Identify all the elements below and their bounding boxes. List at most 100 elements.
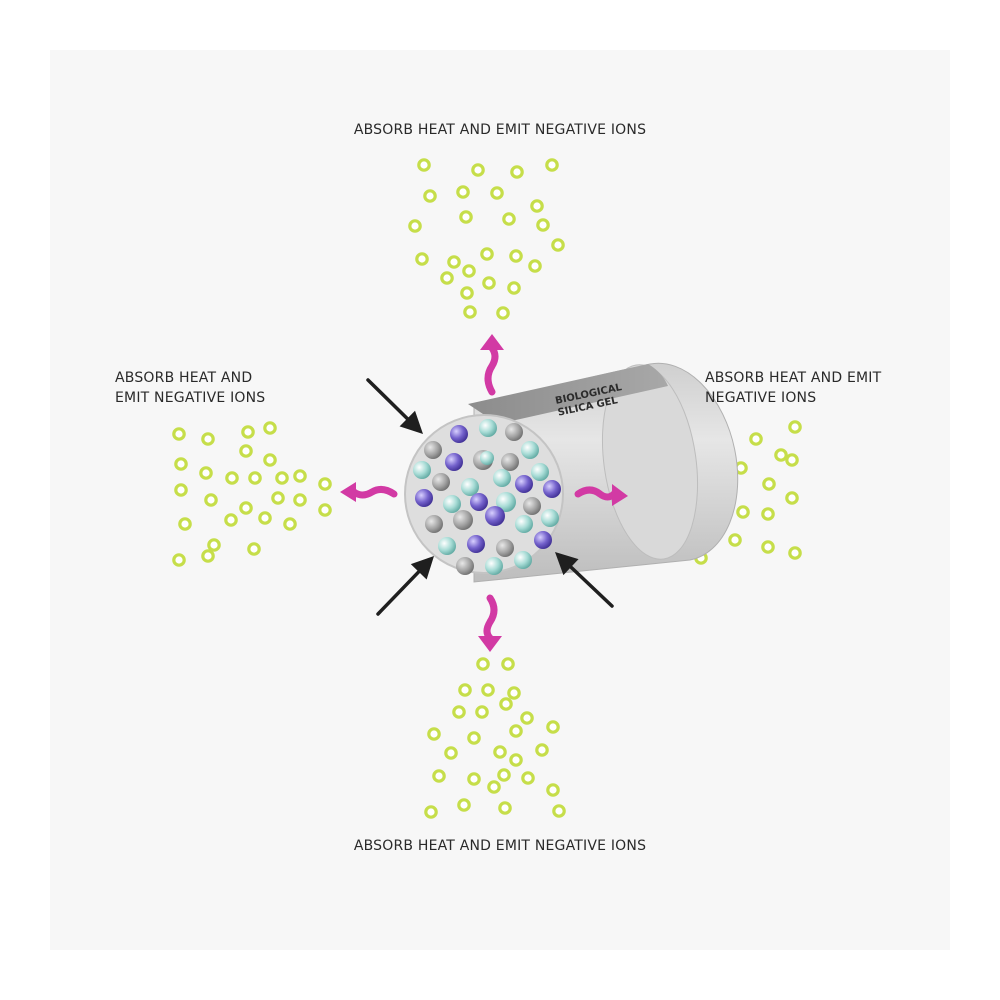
emit-arrow-up <box>480 334 504 396</box>
negative-ion-dot <box>444 746 458 760</box>
negative-ion-dot <box>201 549 215 563</box>
input-arrows <box>366 378 614 616</box>
negative-ion-dot <box>271 491 285 505</box>
silica-particle <box>505 423 523 441</box>
silica-particle <box>479 419 497 437</box>
caption-left-line1: ABSORB HEAT AND <box>115 370 253 386</box>
negative-ion-dot <box>248 471 262 485</box>
negative-ion-dot <box>761 507 775 521</box>
silica-particle <box>438 537 456 555</box>
negative-ion-dot <box>552 804 566 818</box>
negative-ion-dot <box>241 425 255 439</box>
silica-particle <box>456 557 474 575</box>
silica-particle <box>413 461 431 479</box>
silica-particles <box>413 419 561 575</box>
silica-particle <box>523 497 541 515</box>
negative-ion-dot <box>509 753 523 767</box>
negative-ion-dot <box>247 542 261 556</box>
negative-ion-dot <box>502 212 516 226</box>
caption-right: ABSORB HEAT AND EMIT NEGATIVE IONS <box>705 368 881 408</box>
negative-ion-dot <box>761 540 775 554</box>
negative-ion-dot <box>204 493 218 507</box>
silica-particle <box>515 515 533 533</box>
silica-particle <box>461 478 479 496</box>
negative-ion-dot <box>788 546 802 560</box>
negative-ion-dot <box>199 466 213 480</box>
negative-ion-dot <box>535 743 549 757</box>
negative-ion-dot <box>476 657 490 671</box>
silica-particle <box>470 493 488 511</box>
negative-ion-dot <box>172 553 186 567</box>
negative-ion-dot <box>536 218 550 232</box>
silica-gel-cylinder: BIOLOGICAL SILICA GEL <box>404 362 739 583</box>
negative-ion-dot <box>762 477 776 491</box>
negative-ion-dot <box>509 724 523 738</box>
silica-particle <box>443 495 461 513</box>
silica-particle <box>424 441 442 459</box>
input-arrow-bottom-right <box>555 552 614 608</box>
silica-particle <box>521 441 539 459</box>
negative-ion-dot <box>551 238 565 252</box>
negative-ion-dot <box>487 780 501 794</box>
silica-particle <box>543 480 561 498</box>
negative-ion-dot <box>785 453 799 467</box>
negative-ion-dot <box>463 305 477 319</box>
negative-ion-dot <box>736 505 750 519</box>
silica-particle <box>541 509 559 527</box>
silica-particle <box>480 451 494 465</box>
input-arrow-bottom-left <box>376 556 434 616</box>
negative-ion-dot <box>501 657 515 671</box>
negative-ion-dot <box>480 247 494 261</box>
negative-ion-dot <box>546 783 560 797</box>
negative-ion-dot <box>224 513 238 527</box>
emit-arrow-left <box>340 482 398 502</box>
caption-right-line2: NEGATIVE IONS <box>705 390 817 406</box>
negative-ion-dot <box>417 158 431 172</box>
negative-ion-dot <box>458 683 472 697</box>
negative-ion-dot <box>546 720 560 734</box>
negative-ion-dot <box>452 705 466 719</box>
negative-ion-dot <box>174 457 188 471</box>
negative-ion-dot <box>498 801 512 815</box>
negative-ion-dot <box>471 163 485 177</box>
caption-bottom: ABSORB HEAT AND EMIT NEGATIVE IONS <box>353 838 647 854</box>
negative-ion-dot <box>507 281 521 295</box>
negative-ion-dot <box>424 805 438 819</box>
cylinder-top-band <box>468 364 668 424</box>
negative-ion-dot <box>318 503 332 517</box>
negative-ion-dot <box>459 210 473 224</box>
negative-ion-dot <box>275 471 289 485</box>
silica-particle <box>453 510 473 530</box>
cylinder-back-end <box>601 364 699 560</box>
negative-ion-dot <box>408 219 422 233</box>
negative-ion-dot <box>415 252 429 266</box>
negative-ion-dot <box>530 199 544 213</box>
negative-ion-dot <box>545 158 559 172</box>
negative-ion-dot <box>432 769 446 783</box>
negative-ion-dot <box>263 453 277 467</box>
silica-particle <box>450 425 468 443</box>
silica-particle <box>415 489 433 507</box>
negative-ion-dot <box>258 511 272 525</box>
negative-ion-dot <box>207 538 221 552</box>
negative-ion-dot <box>493 745 507 759</box>
silica-particle <box>534 531 552 549</box>
silica-particle <box>501 453 519 471</box>
silica-particle <box>515 475 533 493</box>
negative-ion-dot <box>239 444 253 458</box>
negative-ion-dot <box>293 493 307 507</box>
silica-particle <box>514 551 532 569</box>
negative-ion-dot <box>178 517 192 531</box>
negative-ion-dot <box>507 686 521 700</box>
negative-ion-dot <box>788 420 802 434</box>
negative-ion-dot <box>490 186 504 200</box>
negative-ion-dot <box>467 731 481 745</box>
negative-ion-dot <box>749 432 763 446</box>
negative-ion-dot <box>521 771 535 785</box>
negative-ion-dot <box>499 697 513 711</box>
negative-ion-dot <box>482 276 496 290</box>
negative-ion-dot <box>497 768 511 782</box>
negative-ion-dot <box>481 683 495 697</box>
silica-particle <box>493 469 511 487</box>
negative-ion-dot <box>509 249 523 263</box>
